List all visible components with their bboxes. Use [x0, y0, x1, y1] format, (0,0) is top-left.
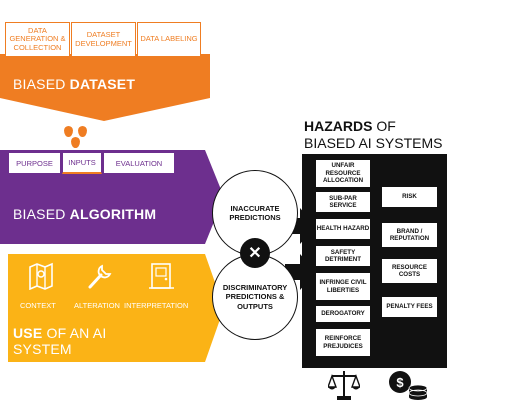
hazard-resource-costs: Resource Costs	[382, 259, 437, 283]
hazard-infringe-civil-liberties: Infringe Civil Liberties	[316, 273, 370, 300]
use-title: USE OF AN AI SYSTEM	[13, 325, 107, 357]
hazard-penalty-fees: Penalty Fees	[382, 297, 437, 317]
hazard-unfair-resource-allocation: Unfair Resource Allocation	[316, 160, 370, 187]
tab-dataset-development: Dataset Development	[71, 22, 136, 57]
hazard-reinforce-prejudices: Reinforce Prejudices	[316, 329, 370, 356]
algorithm-title: BIASED ALGORITHM	[13, 206, 157, 222]
arrow-top-icon	[285, 208, 316, 244]
multiply-icon: ✕	[240, 238, 270, 268]
hazard-brand-reputation: Brand / Reputation	[382, 223, 437, 247]
drop-icon	[71, 137, 80, 148]
hazard-safety-detriment: Safety Detriment	[316, 246, 370, 266]
tab-data-labeling: Data Labeling	[137, 22, 201, 57]
icon-label-interpretation: Interpretation	[124, 301, 189, 310]
svg-text:$: $	[396, 375, 404, 390]
scales-icon	[328, 371, 360, 400]
door-icon	[149, 263, 174, 289]
icon-label-context: Context	[20, 301, 56, 310]
tab-inputs: Inputs	[62, 152, 102, 174]
drop-icon	[64, 126, 73, 137]
tab-evaluation: Evaluation	[103, 152, 175, 174]
hazard-risk: Risk	[382, 187, 437, 207]
inaccurate-predictions-circle: Inaccurate Predictions	[212, 170, 298, 256]
money-icon: $	[389, 371, 428, 400]
tab-data-generation: Data Generation & Collection	[5, 22, 70, 57]
wrench-icon	[88, 264, 112, 289]
hazards-title: HAZARDS OF BIASED AI SYSTEMS	[304, 118, 443, 151]
hazard-derogatory: Derogatory	[316, 306, 370, 322]
arrow-bottom-icon	[285, 254, 316, 290]
tab-purpose: Purpose	[8, 152, 61, 174]
hazard-sub-par-service: Sub-Par Service	[316, 192, 370, 212]
icon-label-alteration: Alteration	[74, 301, 120, 310]
dataset-title: BIASED DATASET	[13, 76, 136, 92]
drop-icon	[78, 126, 87, 137]
map-icon	[29, 262, 53, 290]
hazard-health-hazard: Health Hazard	[316, 219, 370, 239]
